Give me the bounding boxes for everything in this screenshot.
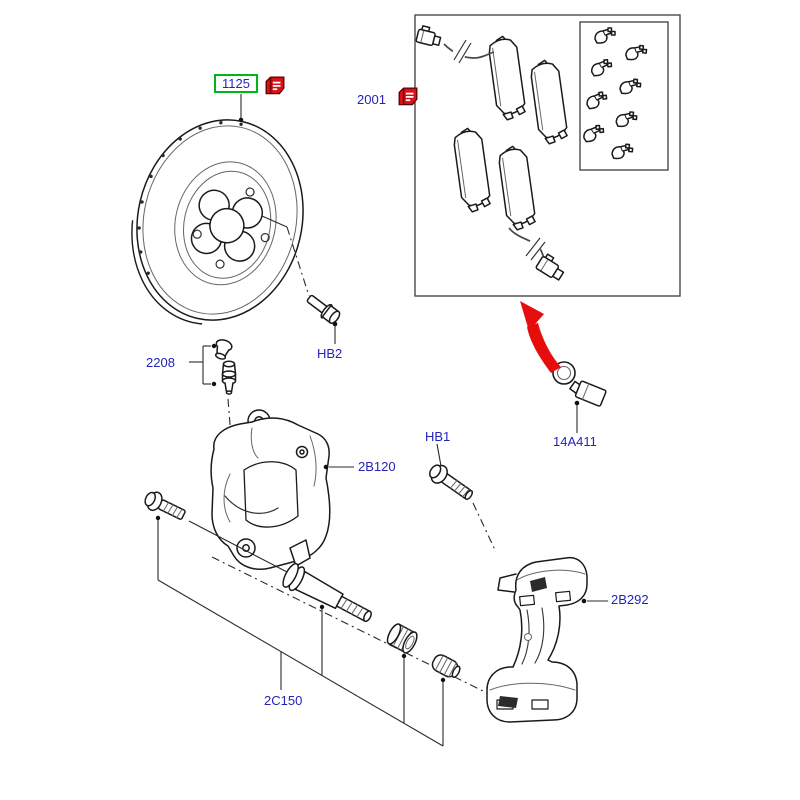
guide-pin-boot — [431, 654, 461, 678]
brake-caliper[interactable] — [210, 409, 354, 570]
part-label-2c150[interactable]: 2C150 — [264, 693, 303, 708]
pad-wear-sensor[interactable] — [552, 361, 607, 433]
caliper-bolt-hb2[interactable] — [286, 226, 342, 344]
part-label-hb2[interactable]: HB2 — [317, 346, 343, 361]
brake-disc[interactable] — [112, 94, 322, 342]
part-label-hb1[interactable]: HB1 — [425, 429, 451, 444]
part-label-2b292[interactable]: 2B292 — [611, 592, 649, 607]
disc-bolt-holes — [192, 187, 270, 269]
service-flag-icon-1125[interactable] — [265, 76, 285, 95]
brake-pads[interactable] — [449, 33, 572, 232]
service-flag-icon-2001[interactable] — [398, 87, 418, 106]
part-label-1125[interactable]: 1125 — [214, 74, 258, 93]
part-label-14a411[interactable]: 14A411 — [553, 434, 597, 449]
caliper-anchor-plate[interactable] — [486, 556, 608, 723]
guide-pin-bushing — [386, 623, 418, 654]
guide-pin-kit[interactable] — [142, 489, 488, 747]
part-label-2001[interactable]: 2001 — [357, 92, 386, 107]
anchor-bolt-hb1[interactable] — [426, 443, 497, 553]
disc-vent-holes — [137, 121, 243, 275]
pad-kit-box — [414, 14, 681, 297]
red-curved-arrow-up-icon — [520, 301, 561, 373]
bleeder-screw — [221, 360, 237, 395]
mount-bolt — [144, 491, 186, 520]
disc-hub-cutout — [190, 189, 264, 262]
pad-wear-sensor-wires — [415, 25, 565, 281]
part-label-2b120[interactable]: 2B120 — [358, 459, 396, 474]
bleeder-cap — [214, 339, 233, 360]
guide-pin — [282, 562, 372, 623]
pad-retaining-clips[interactable] — [582, 27, 648, 161]
part-label-2208[interactable]: 2208 — [146, 355, 175, 370]
bleeder-screw-and-cap[interactable] — [189, 338, 237, 438]
